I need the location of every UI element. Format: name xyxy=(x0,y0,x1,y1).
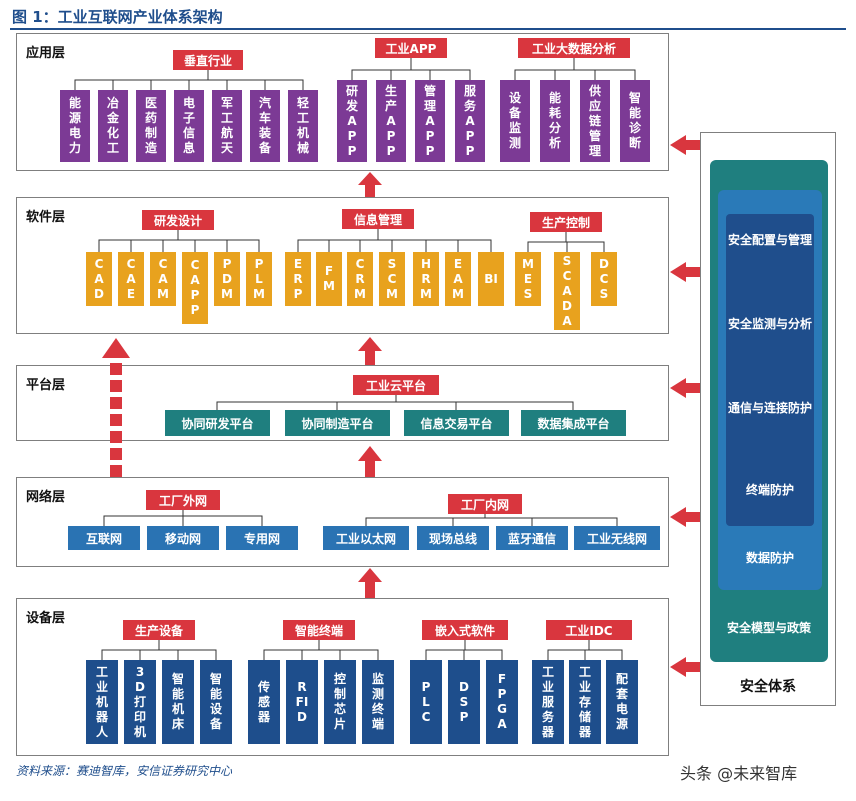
security-system-name: 安全体系 xyxy=(740,679,796,695)
platform-item: 协同制造平台 xyxy=(285,410,390,436)
category-industrial-app: 工业APP xyxy=(375,38,447,58)
category-industrial-cloud: 工业云平台 xyxy=(353,375,439,395)
device-layer-name: 设备层 xyxy=(26,611,66,626)
app-item: 能源电力 xyxy=(60,90,90,162)
device-item: 监测终端 xyxy=(362,660,394,744)
category-smart-terminal: 智能终端 xyxy=(283,620,355,640)
app-item: 军工航天 xyxy=(212,90,242,162)
platform-item: 数据集成平台 xyxy=(521,410,626,436)
device-item: 工业机器人 xyxy=(86,660,118,744)
network-item: 工业以太网 xyxy=(323,526,409,550)
device-item: 智能设备 xyxy=(200,660,232,744)
software-item: FM xyxy=(316,252,342,306)
security-data-protection: 数据防护 xyxy=(745,551,794,565)
software-item: PLM xyxy=(246,252,272,306)
security-item: 终端防护 xyxy=(745,483,794,497)
title-underline xyxy=(10,28,846,30)
device-item: 智能机床 xyxy=(162,660,194,744)
network-item: 移动网 xyxy=(147,526,219,550)
network-item: 互联网 xyxy=(68,526,140,550)
security-item: 通信与连接防护 xyxy=(727,401,812,415)
software-item: CAD xyxy=(86,252,112,306)
app-item: 设备监测 xyxy=(500,80,530,162)
category-big-data-analysis: 工业大数据分析 xyxy=(518,38,630,58)
category-production-equipment: 生产设备 xyxy=(123,620,195,640)
software-item: BI xyxy=(478,252,504,306)
category-info-management: 信息管理 xyxy=(342,209,414,229)
app-item: 智能诊断 xyxy=(620,80,650,162)
device-item: 3D打印机 xyxy=(124,660,156,744)
category-external-network: 工厂外网 xyxy=(146,490,220,510)
device-item: 传感器 xyxy=(248,660,280,744)
app-item: 汽车装备 xyxy=(250,90,280,162)
network-item: 专用网 xyxy=(226,526,298,550)
app-item: 轻工机械 xyxy=(288,90,318,162)
software-item: MES xyxy=(515,252,541,306)
software-item: SCADA xyxy=(554,252,580,330)
software-item: CRM xyxy=(347,252,373,306)
software-item: CAPP xyxy=(182,252,208,324)
app-item: 冶金化工 xyxy=(98,90,128,162)
device-item: 工业存储器 xyxy=(569,660,601,744)
app-item: 电子信息 xyxy=(174,90,204,162)
app-item: 能耗分析 xyxy=(540,80,570,162)
figure-title: 图 1：工业互联网产业体系架构 xyxy=(12,8,223,26)
software-item: CAM xyxy=(150,252,176,306)
security-inner-frame xyxy=(726,214,814,526)
category-production-control: 生产控制 xyxy=(530,212,602,232)
software-item: HRM xyxy=(413,252,439,306)
category-vertical-industry: 垂直行业 xyxy=(173,50,243,70)
app-item: 供应链管理 xyxy=(580,80,610,162)
software-layer-name: 软件层 xyxy=(26,210,66,225)
app-item: 管理APP xyxy=(415,80,445,162)
software-item: SCM xyxy=(379,252,405,306)
device-item: 配套电源 xyxy=(606,660,638,744)
security-item: 安全配置与管理 xyxy=(727,233,812,247)
application-layer-name: 应用层 xyxy=(26,46,66,61)
app-item: 研发APP xyxy=(337,80,367,162)
device-item: RFID xyxy=(286,660,318,744)
platform-layer-name: 平台层 xyxy=(26,378,66,393)
network-item: 工业无线网 xyxy=(574,526,660,550)
software-item: CAE xyxy=(118,252,144,306)
watermark: 头条 @未来智库 xyxy=(680,764,798,783)
category-industrial-idc: 工业IDC xyxy=(546,620,632,640)
security-model-policy: 安全模型与政策 xyxy=(726,621,811,635)
software-item: PDM xyxy=(214,252,240,306)
app-item: 生产APP xyxy=(376,80,406,162)
platform-item: 信息交易平台 xyxy=(404,410,509,436)
device-item: 控制芯片 xyxy=(324,660,356,744)
network-item: 现场总线 xyxy=(417,526,489,550)
category-internal-network: 工厂内网 xyxy=(448,494,522,514)
device-item: 工业服务器 xyxy=(532,660,564,744)
platform-item: 协同研发平台 xyxy=(165,410,270,436)
app-item: 服务APP xyxy=(455,80,485,162)
software-item: ERP xyxy=(285,252,311,306)
software-item: EAM xyxy=(445,252,471,306)
network-layer-name: 网络层 xyxy=(26,490,66,505)
network-layer xyxy=(16,477,669,567)
device-item: DSP xyxy=(448,660,480,744)
source-note: 资料来源：赛迪智库，安信证券研究中心 xyxy=(16,764,233,778)
security-item: 安全监测与分析 xyxy=(727,317,812,331)
category-embedded-software: 嵌入式软件 xyxy=(422,620,508,640)
category-rd-design: 研发设计 xyxy=(142,210,214,230)
device-item: FPGA xyxy=(486,660,518,744)
app-item: 医药制造 xyxy=(136,90,166,162)
network-item: 蓝牙通信 xyxy=(496,526,568,550)
device-item: PLC xyxy=(410,660,442,744)
software-item: DCS xyxy=(591,252,617,306)
